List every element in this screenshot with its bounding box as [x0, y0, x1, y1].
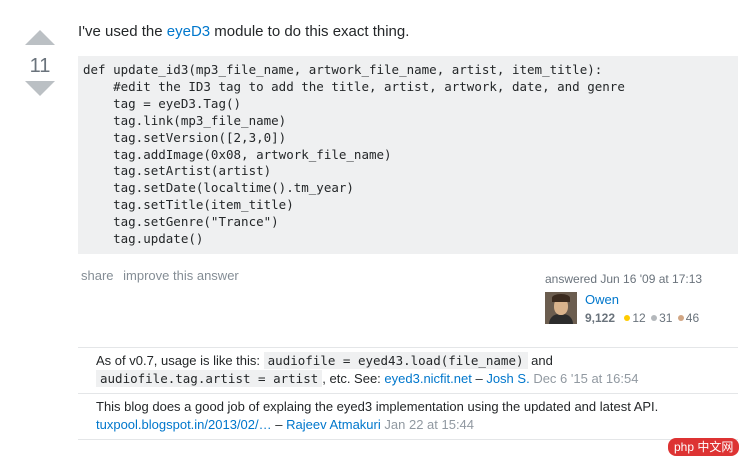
bronze-badge-icon [677, 315, 684, 321]
answered-timestamp: answered Jun 16 '09 at 17:13 [545, 272, 703, 286]
comment-user-link[interactable]: Josh S. [486, 371, 530, 386]
gold-badge-icon [624, 315, 631, 321]
answer-intro: I've used the eyeD3 module to do this ex… [78, 22, 738, 42]
comment-text: and [527, 353, 553, 368]
comment-link[interactable]: eyed3.nicfit.net [384, 371, 472, 386]
intro-text-after: module to do this exact thing. [210, 23, 410, 40]
user-name-link[interactable]: Owen [585, 292, 619, 307]
comment-link[interactable]: tuxpool.blogspot.in/2013/02/… [96, 417, 272, 432]
user-flair: 9,122 12 31 46 [545, 310, 735, 326]
user-signature: answered Jun 16 '09 at 17:13 Owen 9,122 … [545, 272, 735, 326]
comment-item: This blog does a good job of explaing th… [78, 393, 738, 440]
gold-badge-count: 12 [632, 311, 646, 325]
vote-cell: 11 [22, 26, 58, 96]
comment-separator: – [471, 371, 487, 386]
comment-inline-code: audiofile.tag.artist = artist [96, 370, 323, 387]
share-link[interactable]: share [81, 268, 114, 283]
intro-text-before: I've used the [78, 23, 167, 40]
comment-timestamp[interactable]: Jan 22 at 15:44 [384, 417, 475, 432]
code-block: def update_id3(mp3_file_name, artwork_fi… [78, 56, 738, 254]
comment-text: This blog does a good job of explaing th… [96, 399, 659, 414]
downvote-arrow-icon[interactable] [25, 81, 55, 96]
bronze-badge-count: 46 [685, 311, 700, 325]
post-menu: share improve this answer [81, 268, 245, 283]
vote-count: 11 [29, 55, 51, 77]
answer-body: I've used the eyeD3 module to do this ex… [78, 22, 738, 254]
comment-separator: – [271, 417, 287, 432]
silver-badge-count: 31 [659, 311, 673, 325]
comment-user-link[interactable]: Rajeev Atmakuri [286, 417, 381, 432]
comment-text: As of v0.7, usage is like this: [96, 353, 264, 368]
silver-badge-icon [651, 315, 658, 321]
watermark-logo: php 中文网 [668, 438, 740, 456]
avatar[interactable] [545, 292, 577, 324]
improve-answer-link[interactable]: improve this answer [123, 268, 239, 283]
comment-text: , etc. See: [322, 371, 385, 386]
reputation-score: 9,122 [585, 311, 616, 325]
upvote-arrow-icon[interactable] [25, 30, 55, 45]
comment-inline-code: audiofile = eyed43.load(file_name) [263, 352, 528, 369]
comments-list: As of v0.7, usage is like this: audiofil… [78, 347, 738, 440]
comment-timestamp[interactable]: Dec 6 '15 at 16:54 [533, 371, 639, 386]
comment-item: As of v0.7, usage is like this: audiofil… [78, 347, 738, 393]
eyed3-link[interactable]: eyeD3 [166, 23, 211, 40]
